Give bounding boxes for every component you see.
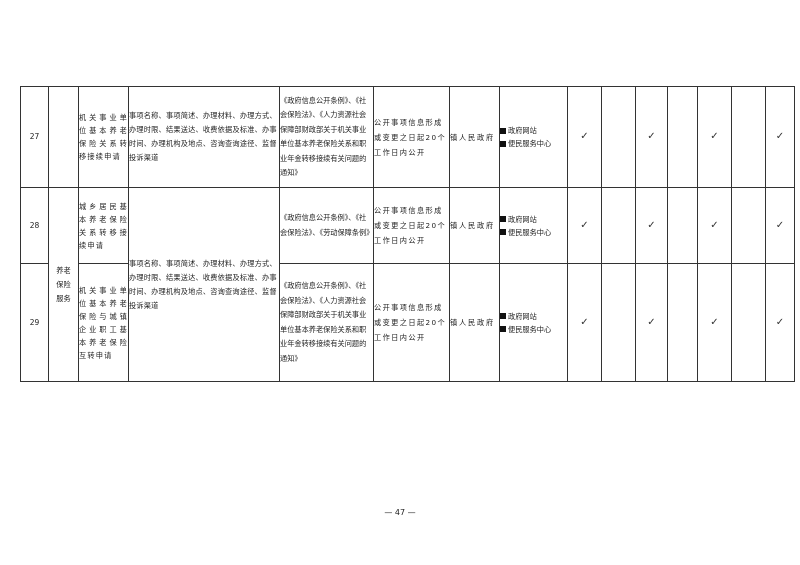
checkmark-icon: ✓	[567, 263, 602, 382]
square-bullet-icon	[500, 229, 506, 235]
checkmark-icon: ✓	[697, 263, 732, 382]
table-row: 28 养老 保险 服务 城乡居民基本养老保险关系转移接续申请 事项名称、事项简述…	[20, 187, 795, 382]
disclosure-period: 公开事项信息形成或变更之日起20个工作日内公开	[373, 187, 450, 264]
row-number: 27	[20, 86, 49, 188]
category-line: 养老	[56, 265, 71, 275]
checkmark-icon: ✓	[697, 187, 732, 264]
disclosure-basis: 《政府信息公开条例》、《社会保险法》、《人力资源社会保障部财政部关于机关事业单位…	[279, 263, 374, 382]
disclosure-subject: 镇人民政府	[449, 263, 500, 382]
disclosure-channels: 政府网站 便民服务中心	[499, 187, 568, 264]
page-number: — 47 —	[384, 508, 416, 517]
checkmark-icon: ✓	[567, 187, 602, 264]
empty-cell	[731, 86, 766, 188]
checkmark-icon: ✓	[635, 263, 668, 382]
checkmark-icon: ✓	[635, 187, 668, 264]
checkmark-icon: ✓	[765, 187, 795, 264]
channel-label: 便民服务中心	[508, 139, 552, 148]
item-name: 机关事业单位基本养老保险与城镇企业职工基本养老保险互转申请	[78, 263, 129, 382]
channel-label: 便民服务中心	[508, 324, 552, 334]
checkmark-icon: ✓	[765, 263, 795, 382]
empty-cell	[731, 187, 766, 264]
disclosure-content: 事项名称、事项简述、办理材料、办理方式、办理时限、结果送达、收费依据及标准、办事…	[128, 86, 280, 188]
empty-cell	[601, 86, 636, 188]
category-cell-empty	[48, 86, 79, 188]
square-bullet-icon	[500, 140, 506, 147]
channel-item: 便民服务中心	[500, 226, 567, 239]
square-bullet-icon	[500, 313, 506, 319]
disclosure-channels: 政府网站 便民服务中心	[499, 263, 568, 382]
square-bullet-icon	[500, 216, 506, 222]
empty-cell	[667, 86, 698, 188]
service-category: 养老 保险 服务	[48, 187, 79, 382]
channel-item: 政府网站	[500, 213, 567, 226]
category-line: 服务	[56, 293, 71, 303]
channel-item: 政府网站	[500, 124, 567, 137]
empty-cell	[667, 187, 698, 264]
category-line: 保险	[56, 279, 71, 289]
empty-cell	[731, 263, 766, 382]
disclosure-table: 27 机关事业单位基本养老保险关系转移接续申请 事项名称、事项简述、办理材料、办…	[20, 86, 795, 382]
checkmark-icon: ✓	[765, 86, 795, 188]
channel-item: 便民服务中心	[500, 323, 567, 336]
checkmark-icon: ✓	[567, 86, 602, 188]
channel-label: 便民服务中心	[508, 227, 552, 237]
disclosure-channels: 政府网站 便民服务中心	[499, 86, 568, 188]
disclosure-basis: 《政府信息公开条例》、《社会保险法》、《人力资源社会保障部财政部关于机关事业单位…	[279, 86, 374, 188]
disclosure-period: 公开事项信息形成或变更之日起20个工作日内公开	[373, 263, 450, 382]
disclosure-period: 公开事项信息形成或变更之日起20个工作日内公开	[373, 86, 450, 188]
table-row: 27 机关事业单位基本养老保险关系转移接续申请 事项名称、事项简述、办理材料、办…	[20, 86, 795, 188]
channel-label: 政府网站	[508, 311, 537, 321]
item-name: 机关事业单位基本养老保险关系转移接续申请	[78, 86, 129, 188]
empty-cell	[667, 263, 698, 382]
empty-cell	[601, 263, 636, 382]
row-number: 28	[20, 187, 49, 264]
row-number: 29	[20, 263, 49, 382]
square-bullet-icon	[500, 127, 506, 134]
channel-label: 政府网站	[508, 126, 537, 135]
checkmark-icon: ✓	[635, 86, 668, 188]
square-bullet-icon	[500, 326, 506, 332]
channel-item: 便民服务中心	[500, 137, 567, 150]
item-name: 城乡居民基本养老保险关系转移接续申请	[78, 187, 129, 264]
channel-item: 政府网站	[500, 310, 567, 323]
empty-cell	[601, 187, 636, 264]
disclosure-basis: 《政府信息公开条例》、《社会保险法》、《劳动保障条例》	[279, 187, 374, 264]
channel-label: 政府网站	[508, 214, 537, 224]
disclosure-subject: 镇人民政府	[449, 86, 500, 188]
table-row: 29 机关事业单位基本养老保险与城镇企业职工基本养老保险互转申请 《政府信息公开…	[20, 263, 795, 382]
checkmark-icon: ✓	[697, 86, 732, 188]
disclosure-subject: 镇人民政府	[449, 187, 500, 264]
disclosure-content: 事项名称、事项简述、办理材料、办理方式、办理时限、结果送达、收费依据及标准、办事…	[128, 187, 280, 382]
